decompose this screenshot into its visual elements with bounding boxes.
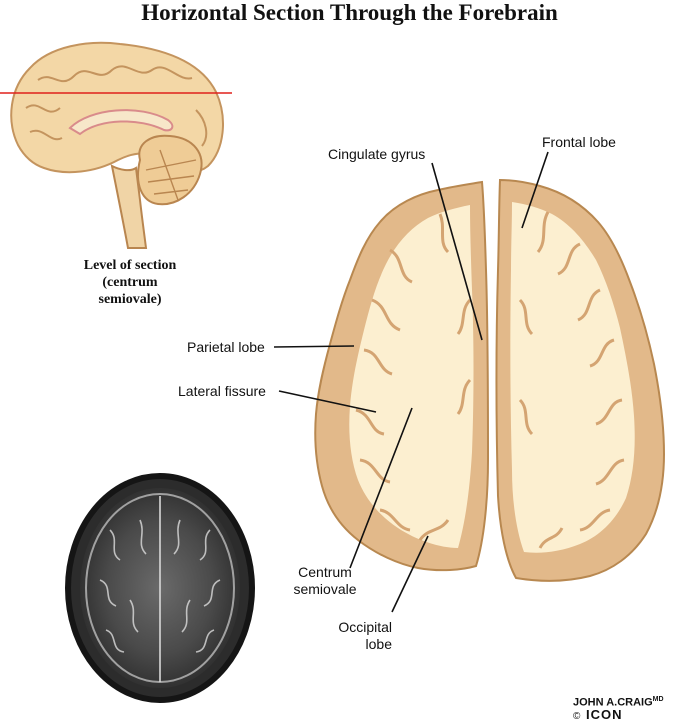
label-centrum-semiovale: Centrum semiovale: [280, 564, 370, 598]
leader-cingulate-gyrus: [431, 162, 483, 341]
label-lateral-fissure: Lateral fissure: [178, 383, 266, 399]
label-occipital-lobe: Occipital lobe: [320, 619, 392, 653]
brainstem: [110, 164, 148, 249]
label-occipital-lobe-line-2: lobe: [365, 636, 392, 652]
label-centrum-semiovale-line-1: Centrum: [298, 564, 352, 580]
left-hemisphere-white-matter: [349, 205, 474, 548]
section-level-caption: Level of section (centrum semiovale): [40, 257, 220, 308]
cerebellum: [137, 134, 203, 206]
label-parietal-lobe: Parietal lobe: [187, 339, 265, 355]
caption-line-1: Level of section: [83, 258, 177, 273]
signature-artist: JOHN A.CRAIG: [573, 696, 653, 709]
label-cingulate-gyrus: Cingulate gyrus: [328, 146, 426, 162]
signature-degree: MD: [652, 696, 664, 703]
sagittal-brain-illustration: [0, 41, 232, 249]
label-frontal-lobe: Frontal lobe: [542, 134, 616, 150]
signature-copyright: ©: [573, 710, 582, 722]
leader-occipital-lobe: [391, 535, 429, 613]
caption-line-3: semiovale): [98, 292, 162, 307]
leader-parietal-lobe: [273, 345, 355, 348]
right-hemisphere-white-matter: [510, 202, 635, 553]
leader-lateral-fissure: [278, 390, 377, 413]
leader-lines: [273, 151, 549, 613]
signature-publisher: ICON: [586, 706, 623, 722]
signature-publisher-line: © ICON: [573, 706, 664, 723]
corpus-callosum: [68, 109, 174, 136]
label-centrum-semiovale-line-2: semiovale: [293, 581, 357, 597]
horizontal-section-illustration: [314, 178, 666, 582]
leader-centrum-semiovale: [349, 407, 413, 569]
leader-frontal-lobe: [521, 151, 549, 229]
artist-signature: JOHN A.CRAIGMD © ICON: [573, 694, 664, 723]
label-occipital-lobe-line-1: Occipital: [338, 619, 392, 635]
mri-axial-image: [65, 473, 255, 703]
diagram-title: Horizontal Section Through the Forebrain: [141, 0, 558, 25]
caption-line-2: (centrum: [102, 275, 158, 290]
